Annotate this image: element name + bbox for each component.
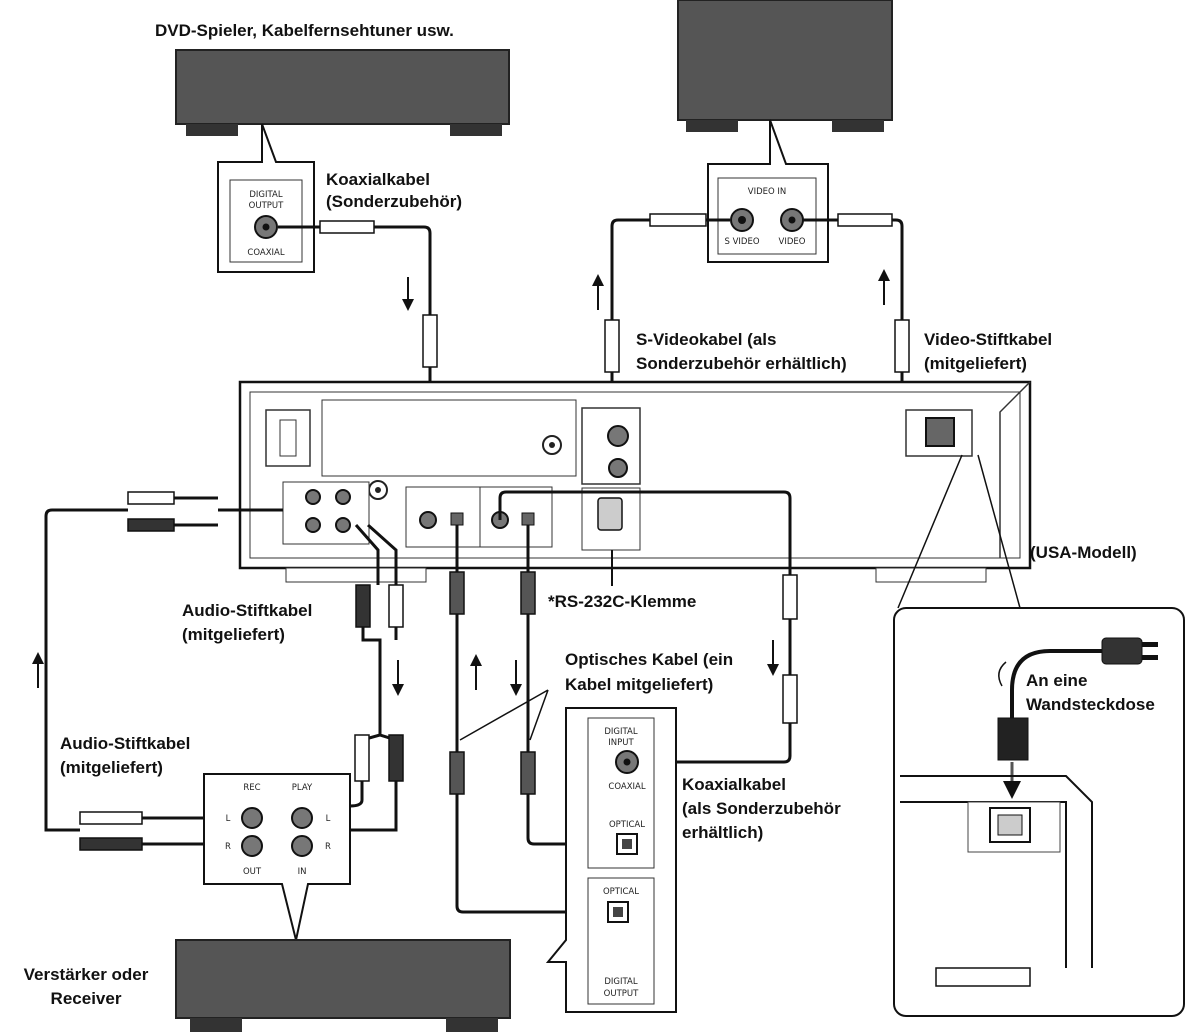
wall-outlet-label-2: Wandsteckdose — [1026, 695, 1155, 714]
digital-output-panel: OPTICAL DIGITAL OUTPUT — [587, 877, 655, 1005]
source-device-label: DVD-Spieler, Kabelfernsehtuner usw. — [155, 21, 454, 40]
svg-text:PLAY: PLAY — [292, 783, 313, 793]
svg-text:IN: IN — [298, 867, 307, 877]
optical-cable-1 — [449, 525, 616, 914]
coax-cable-top-label-2: (Sonderzubehör) — [326, 192, 462, 211]
coax-cable-right — [498, 490, 798, 764]
svg-text:OUTPUT: OUTPUT — [604, 989, 639, 999]
amplifier-label-2: Receiver — [51, 989, 122, 1008]
coax-output-panel: DIGITAL OUTPUT COAXIAL — [229, 179, 303, 263]
svg-text:OPTICAL: OPTICAL — [603, 887, 639, 897]
s-video-cable — [604, 213, 730, 428]
svg-text:COAXIAL: COAXIAL — [608, 782, 645, 792]
svg-text:DIGITAL: DIGITAL — [604, 727, 637, 737]
source-device — [175, 49, 510, 136]
coax-cable-bottom-label-1: Koaxialkabel — [682, 775, 786, 794]
wall-outlet-label-1: An eine — [1026, 671, 1087, 690]
svg-text:S VIDEO: S VIDEO — [724, 237, 759, 247]
svg-text:DIGITAL: DIGITAL — [604, 977, 637, 987]
audio-cable-1-label-2: (mitgeliefert) — [182, 625, 285, 644]
optical-label-pointer — [459, 689, 549, 741]
video-cable-label-1: Video-Stiftkabel — [924, 330, 1052, 349]
digital-input-panel: DIGITAL INPUT COAXIAL OPTICAL — [587, 717, 655, 869]
audio-cable-2-label-2: (mitgeliefert) — [60, 758, 163, 777]
svg-text:COAXIAL: COAXIAL — [247, 248, 284, 258]
main-unit-rear-panel — [238, 380, 1032, 583]
optical-cable-label-1: Optisches Kabel (ein — [565, 650, 733, 669]
power-plug-icon — [997, 637, 1158, 761]
svg-text:L: L — [326, 814, 331, 824]
video-cable-label-2: (mitgeliefert) — [924, 354, 1027, 373]
coax-cable-bottom-label-2: (als Sonderzubehör — [682, 799, 841, 818]
rec-play-panel: REC PLAY L R L R OUT IN — [225, 783, 331, 877]
audio-cable-2-label-1: Audio-Stiftkabel — [60, 734, 190, 753]
audio-cable-upper — [44, 491, 404, 715]
video-in-panel: VIDEO IN S VIDEO VIDEO — [717, 177, 817, 255]
svg-text:OUTPUT: OUTPUT — [249, 201, 284, 211]
svg-text:REC: REC — [243, 783, 260, 793]
amplifier-label-1: Verstärker oder — [24, 965, 149, 984]
svg-text:R: R — [325, 842, 331, 852]
audio-cable-1-label-1: Audio-Stiftkabel — [182, 601, 312, 620]
optical-cable-2 — [520, 525, 616, 846]
svg-text:DIGITAL: DIGITAL — [249, 190, 282, 200]
unit-corner-detail — [900, 775, 1093, 987]
s-video-cable-label-1: S-Videokabel (als — [636, 330, 776, 349]
svg-text:R: R — [225, 842, 231, 852]
svg-text:VIDEO IN: VIDEO IN — [748, 187, 787, 197]
rec-play-callout — [203, 773, 351, 941]
svg-text:OPTICAL: OPTICAL — [609, 820, 645, 830]
svg-text:INPUT: INPUT — [608, 738, 634, 748]
power-callout-lines — [897, 454, 1021, 609]
svg-text:L: L — [226, 814, 231, 824]
amplifier-device — [175, 939, 511, 1032]
svg-text:VIDEO: VIDEO — [779, 237, 806, 247]
rs232-label: *RS-232C-Klemme — [548, 592, 696, 611]
coax-cable-bottom-label-3: erhältlich) — [682, 823, 763, 842]
optical-cable-label-2: Kabel mitgeliefert) — [565, 675, 713, 694]
s-video-cable-label-2: Sonderzubehör erhältlich) — [636, 354, 847, 373]
tv-device — [677, 0, 893, 132]
usa-model-label: (USA-Modell) — [1030, 543, 1137, 562]
svg-text:OUT: OUT — [243, 867, 262, 877]
coax-cable-top-label-1: Koaxialkabel — [326, 170, 430, 189]
